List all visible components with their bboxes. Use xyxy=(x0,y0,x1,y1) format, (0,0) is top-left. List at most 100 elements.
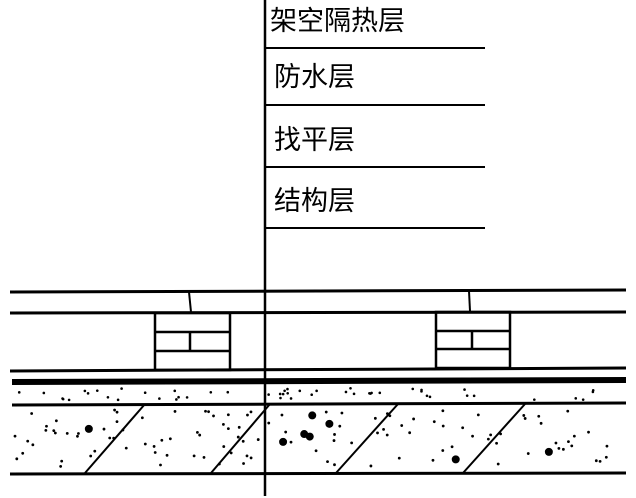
aggregate-dot xyxy=(432,420,436,424)
aggregate-dot xyxy=(314,449,318,453)
screed-dot xyxy=(42,391,46,395)
brick-pier-left xyxy=(153,311,232,372)
screed-dot xyxy=(420,390,423,393)
aggregate-dot xyxy=(93,449,97,453)
aggregate-dot xyxy=(461,426,465,430)
aggregate-dot xyxy=(373,416,377,420)
label-waterproof-layer: 防水层 xyxy=(274,62,355,93)
aggregate-dot xyxy=(284,430,288,434)
screed-dot xyxy=(267,393,270,396)
aggregate-dot xyxy=(431,458,435,462)
screed-dot xyxy=(116,398,120,402)
aggregate-dot xyxy=(338,424,342,428)
screed-dot xyxy=(472,394,476,398)
screed-dot xyxy=(315,389,318,393)
aggregate-dot xyxy=(245,454,249,458)
aggregate-dot xyxy=(140,416,144,420)
aggregate-dot xyxy=(382,427,385,431)
aggregate-dot xyxy=(369,464,373,468)
aggregate-dot xyxy=(226,427,230,431)
aggregate-dot xyxy=(236,435,240,439)
screed-dot xyxy=(428,395,432,399)
screed-dot xyxy=(226,390,230,394)
aggregate-dot xyxy=(237,425,241,429)
screed-dot xyxy=(143,391,147,395)
aggregate-dot xyxy=(143,442,147,446)
aggregate-dot xyxy=(544,447,553,456)
screed-dot xyxy=(411,387,415,391)
aggregate-dot xyxy=(400,424,404,427)
aggregate-dot xyxy=(340,411,344,415)
aggregate-dot xyxy=(499,432,502,436)
aggregate-dot xyxy=(333,433,336,436)
screed-dot xyxy=(185,396,189,399)
screed-dot xyxy=(349,386,352,390)
screed-dot xyxy=(465,394,469,397)
aggregate-dot xyxy=(522,414,526,417)
aggregate-dot xyxy=(44,429,48,432)
concrete-hatch xyxy=(84,403,526,474)
aggregate-dot xyxy=(15,457,19,461)
aggregate-dot xyxy=(76,434,79,438)
aggregate-dot xyxy=(594,459,598,463)
aggregate-dot xyxy=(59,465,63,468)
aggregate-dot xyxy=(249,456,253,460)
aggregate-dot xyxy=(326,460,329,464)
aggregate-dot xyxy=(160,438,164,442)
aggregate-dot xyxy=(198,433,202,437)
aggregate-dot xyxy=(332,439,336,442)
aggregate-dot xyxy=(222,422,225,426)
aggregate-dot xyxy=(324,410,328,414)
aggregate-dot xyxy=(113,408,116,412)
aggregate-dot xyxy=(65,431,69,435)
aggregate-dot xyxy=(84,424,93,433)
screed-dot xyxy=(209,390,213,394)
aggregate-dot xyxy=(451,455,460,464)
aggregate-dot xyxy=(45,424,48,428)
aggregate-dot xyxy=(102,427,106,431)
screed-dot xyxy=(344,390,348,394)
aggregate-dot xyxy=(539,421,543,425)
screed-dot xyxy=(61,397,65,401)
aggregate-dot xyxy=(159,463,162,467)
aggregate-dot xyxy=(153,451,157,454)
aggregate-dot xyxy=(202,455,206,459)
screed-dot xyxy=(283,389,286,393)
screed-dot xyxy=(158,397,161,400)
aggregate-dot xyxy=(52,429,56,433)
aggregate-dot xyxy=(397,456,401,460)
aggregate-dot xyxy=(217,462,221,466)
screed-dot xyxy=(120,387,123,390)
screed-dot xyxy=(378,391,382,395)
aggregate-dot xyxy=(476,413,480,417)
aggregate-dot xyxy=(523,417,527,420)
aggregate-dot xyxy=(412,417,416,421)
aggregate-dot xyxy=(60,459,64,463)
aggregate-dot xyxy=(388,414,392,418)
brick-pier-right xyxy=(434,310,512,370)
aggregate-dot xyxy=(385,412,389,416)
screed-dot xyxy=(17,391,21,394)
aggregate-dot xyxy=(305,432,314,441)
aggregate-dot xyxy=(554,441,558,445)
aggregate-dot xyxy=(108,436,112,440)
aggregate-dot xyxy=(242,462,245,465)
screed-dot xyxy=(298,389,302,393)
aggregate-dot xyxy=(408,431,412,435)
screed-dot xyxy=(591,390,595,394)
aggregate-dot xyxy=(212,414,215,418)
screed-dot xyxy=(289,397,293,400)
aggregate-dot xyxy=(246,413,249,417)
screed-dot xyxy=(67,398,71,402)
aggregate-dot xyxy=(207,410,210,414)
screed-dot xyxy=(533,398,536,401)
aggregate-dot xyxy=(112,436,116,440)
aggregate-dot xyxy=(249,410,253,414)
aggregate-dot xyxy=(308,411,317,420)
aggregate-dot xyxy=(561,447,565,451)
aggregate-dot xyxy=(605,444,609,448)
aggregate-dot xyxy=(204,409,207,413)
slab-bottom-line xyxy=(9,310,627,315)
aggregate-dot xyxy=(31,443,35,447)
aggregate-dot xyxy=(526,452,530,455)
